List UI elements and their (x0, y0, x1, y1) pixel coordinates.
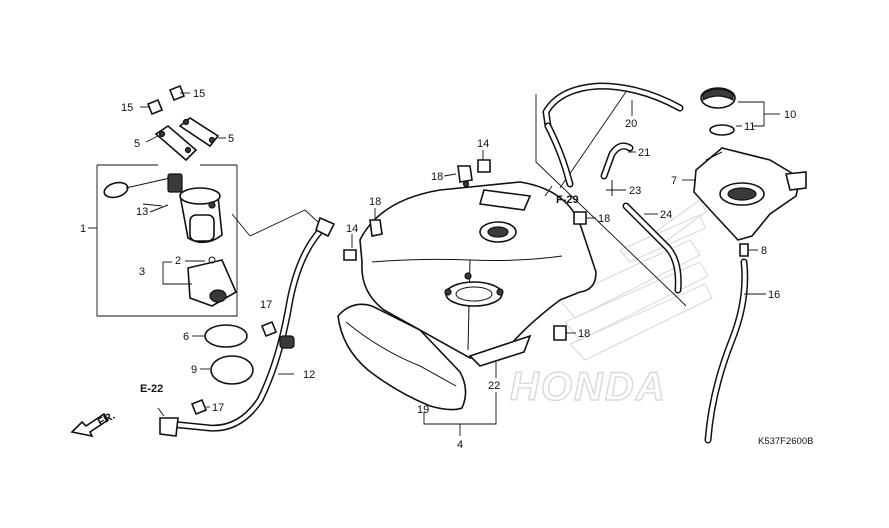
callout-3: 3 (139, 266, 145, 278)
fuel-cap (700, 87, 780, 136)
callout-10: 10 (784, 109, 796, 121)
bolt-17 (190, 320, 278, 416)
callout-15b: 15 (193, 88, 205, 100)
callout-5b: 5 (228, 133, 234, 145)
fuel-feed-hose (157, 209, 336, 437)
hose-21 (600, 142, 636, 180)
fuel-tank (359, 181, 597, 359)
callout-24: 24 (660, 209, 672, 221)
tank-tray (337, 303, 532, 411)
watermark-text: HONDA (510, 365, 667, 409)
tank-callout-lines (423, 362, 497, 436)
callout-numbers: 1 2 3 4 5 5 6 7 8 9 10 11 12 13 14 14 15… (80, 88, 796, 451)
filler-housing (682, 147, 807, 241)
callout-18a: 18 (431, 171, 443, 183)
callout-18b: 18 (369, 196, 381, 208)
callout-4: 4 (457, 439, 463, 451)
callout-13: 13 (136, 206, 148, 218)
direction-label: FR. (96, 410, 117, 429)
drain-hose-16 (704, 243, 766, 444)
callout-22: 22 (488, 380, 500, 392)
drawing-code: K537F2600B (758, 436, 813, 447)
hose-24 (622, 202, 682, 294)
callout-18d: 18 (578, 328, 590, 340)
callout-17b: 17 (212, 402, 224, 414)
breather-hose-20 (542, 82, 684, 188)
callout-9: 9 (191, 364, 197, 376)
front-direction-arrow: FR. (70, 410, 117, 438)
callout-19: 19 (417, 404, 429, 416)
callout-18c: 18 (598, 213, 610, 225)
ref-f29: F-29 (556, 194, 579, 206)
ref-e22: E-22 (140, 383, 163, 395)
fuel-pump-assembly (88, 164, 238, 317)
callout-11: 11 (744, 121, 755, 133)
gasket-and-ring (192, 324, 254, 385)
f29-frame (535, 85, 687, 307)
callout-12: 12 (303, 369, 315, 381)
callout-5a: 5 (134, 138, 140, 150)
callout-16: 16 (768, 289, 780, 301)
callout-14a: 14 (477, 138, 489, 150)
callout-15a: 15 (121, 102, 133, 114)
honda-watermark: HONDA (509, 199, 713, 410)
callout-2: 2 (175, 255, 181, 267)
pump-brackets (140, 84, 226, 162)
tank-fasteners (343, 150, 596, 341)
callout-21: 21 (638, 147, 650, 159)
callout-1: 1 (80, 223, 86, 235)
callout-7: 7 (671, 175, 677, 187)
callout-8: 8 (761, 245, 767, 257)
callout-23: 23 (629, 185, 641, 197)
joint-23 (606, 180, 626, 196)
callout-17a: 17 (260, 299, 272, 311)
callout-14b: 14 (346, 223, 358, 235)
callout-20: 20 (625, 118, 637, 130)
callout-6: 6 (183, 331, 189, 343)
